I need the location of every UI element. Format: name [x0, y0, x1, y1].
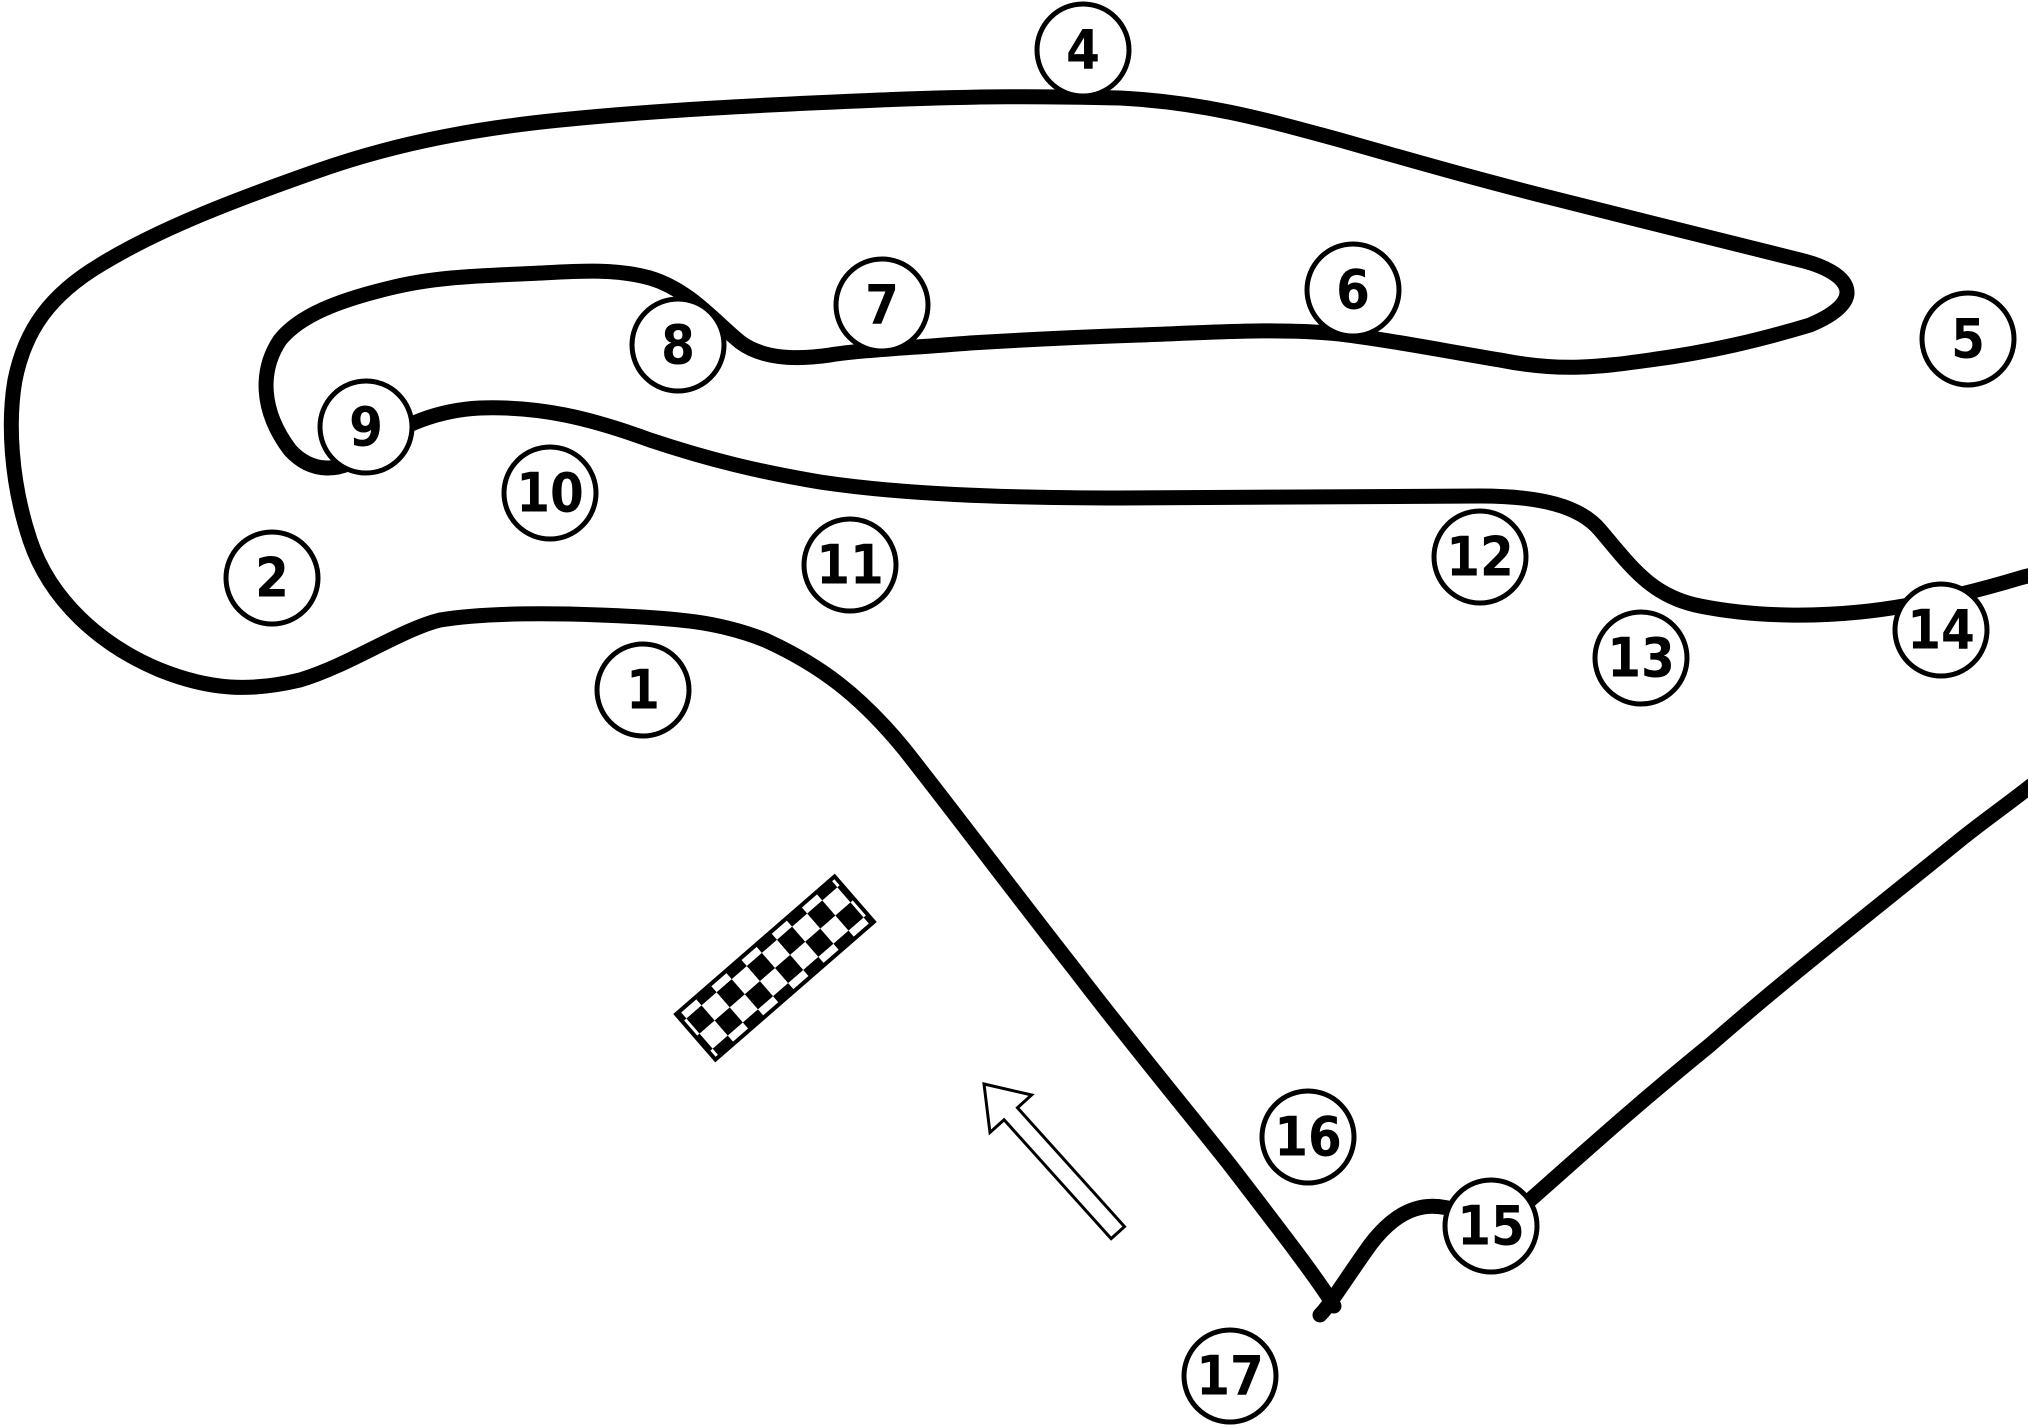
turn-marker-14: 14	[1892, 581, 1990, 679]
turn-marker-9: 9	[317, 378, 415, 476]
turn-marker-6: 6	[1304, 241, 1402, 339]
turn-number-12: 12	[1446, 526, 1514, 589]
turn-number-4: 4	[1066, 19, 1100, 82]
turn-marker-10: 10	[501, 444, 599, 542]
turn-number-8: 8	[661, 314, 695, 377]
checkered-flag-icon	[673, 873, 877, 1063]
turn-marker-17: 17	[1181, 1327, 1279, 1425]
turn-marker-15: 15	[1442, 1177, 1540, 1275]
turn-marker-4: 4	[1034, 1, 1132, 99]
turn-number-6: 6	[1336, 259, 1370, 322]
turn-number-9: 9	[349, 396, 383, 459]
turn-marker-16: 16	[1259, 1088, 1357, 1186]
turn-marker-13: 13	[1592, 609, 1690, 707]
turn-marker-1: 1	[594, 641, 692, 739]
turn-number-1: 1	[626, 659, 660, 722]
turn-marker-7: 7	[833, 256, 931, 354]
turn-marker-2: 2	[223, 529, 321, 627]
turn-marker-5: 5	[1919, 290, 2017, 388]
turn-number-13: 13	[1607, 627, 1675, 690]
turn-number-16: 16	[1274, 1106, 1342, 1169]
direction-arrow-icon	[982, 1082, 1127, 1241]
turn-number-14: 14	[1907, 599, 1975, 662]
turn-number-10: 10	[516, 462, 584, 525]
turn-marker-11: 11	[801, 516, 899, 614]
turn-number-11: 11	[816, 534, 884, 597]
turn-number-15: 15	[1457, 1195, 1525, 1258]
turn-number-2: 2	[255, 547, 289, 610]
turn-number-7: 7	[865, 274, 899, 337]
turn-marker-8: 8	[629, 296, 727, 394]
turn-marker-12: 12	[1431, 508, 1529, 606]
turn-number-5: 5	[1951, 308, 1985, 371]
turn-number-17: 17	[1196, 1345, 1264, 1408]
